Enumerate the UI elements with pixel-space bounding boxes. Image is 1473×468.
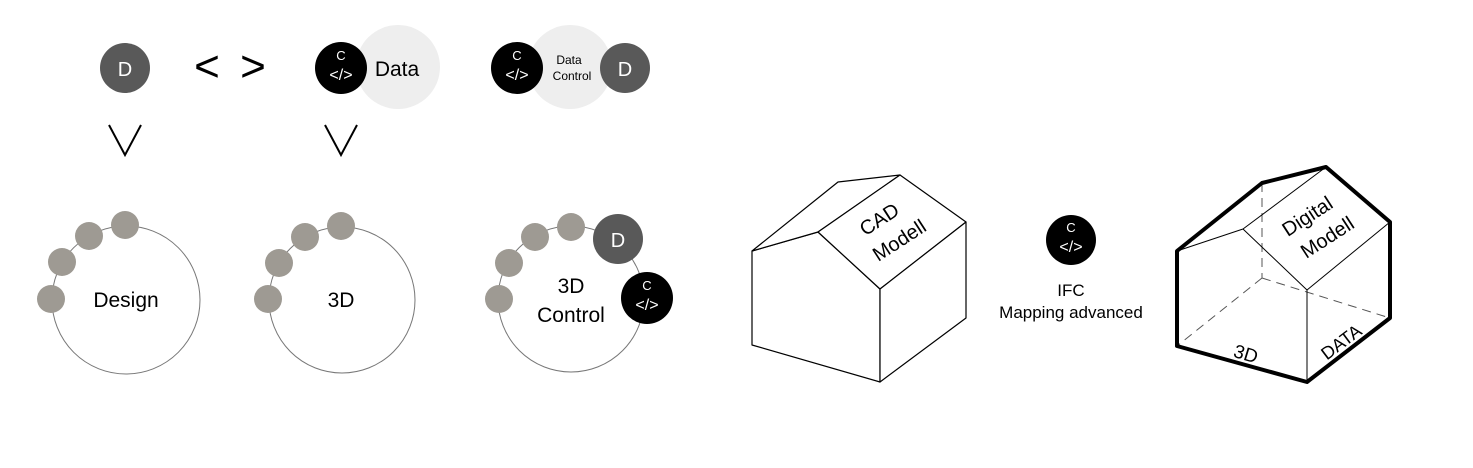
ifc-line1: IFC	[1057, 281, 1084, 300]
grey-dot-icon	[265, 249, 293, 277]
code-badge-glyph: </>	[329, 67, 352, 84]
code-badge-c: C	[1066, 220, 1075, 235]
less-than-symbol: <	[194, 42, 220, 91]
design-label: Design	[93, 289, 158, 312]
three-d-control-line1: 3D	[558, 275, 585, 298]
code-datacontrol-d-group: C </> Data Control D	[491, 25, 650, 109]
d-badge-letter: D	[611, 230, 625, 252]
grey-dot-icon	[485, 285, 513, 313]
data-control-line2: Control	[553, 69, 592, 83]
arrow-down-icon	[108, 124, 142, 158]
code-data-group: C </> Data	[315, 25, 440, 109]
digital-house-icon: Digital Modell 3D DATA	[1175, 165, 1392, 384]
cad-house-icon: CAD Modell	[751, 174, 967, 383]
grey-dot-icon	[521, 223, 549, 251]
three-d-control-line2: Control	[537, 304, 605, 327]
grey-dot-icon	[48, 248, 76, 276]
grey-dot-icon	[37, 285, 65, 313]
code-badge-c: C	[512, 48, 521, 63]
d-badge-icon: D	[593, 214, 643, 264]
greater-than-symbol: >	[240, 42, 266, 91]
grey-dot-icon	[111, 211, 139, 239]
arrow-down-icon	[324, 124, 358, 158]
grey-dot-icon	[291, 223, 319, 251]
grey-dot-icon	[557, 213, 585, 241]
d-badge-letter: D	[618, 59, 632, 81]
ifc-line2: Mapping advanced	[999, 303, 1143, 322]
code-badge-c: C	[642, 278, 651, 293]
grey-dot-icon	[495, 249, 523, 277]
grey-dot-icon	[327, 212, 355, 240]
data-control-disc	[528, 25, 612, 109]
d-badge-icon: D	[100, 43, 150, 93]
three-d-control-circle: D C </> 3D Control	[485, 213, 673, 373]
data-label: Data	[375, 58, 420, 81]
code-badge-icon: C </>	[621, 272, 673, 324]
code-badge-icon: C </>	[1046, 215, 1096, 265]
data-disc	[356, 25, 440, 109]
code-badge-glyph: </>	[505, 67, 528, 84]
design-circle: Design	[37, 211, 201, 375]
d-badge-icon: D	[600, 43, 650, 93]
data-control-line1: Data	[556, 53, 582, 67]
code-badge-icon: C </>	[315, 42, 367, 94]
code-badge-icon: C </>	[491, 42, 543, 94]
ifc-group: C </> IFC Mapping advanced	[999, 215, 1143, 322]
grey-dot-icon	[254, 285, 282, 313]
three-d-circle: 3D	[254, 212, 416, 374]
digital-label-3d: 3D	[1231, 341, 1260, 368]
code-badge-glyph: </>	[635, 297, 658, 314]
grey-dot-icon	[75, 222, 103, 250]
three-d-label: 3D	[328, 289, 355, 312]
code-badge-c: C	[336, 48, 345, 63]
code-badge-glyph: </>	[1059, 239, 1082, 256]
d-badge-letter: D	[118, 59, 132, 81]
